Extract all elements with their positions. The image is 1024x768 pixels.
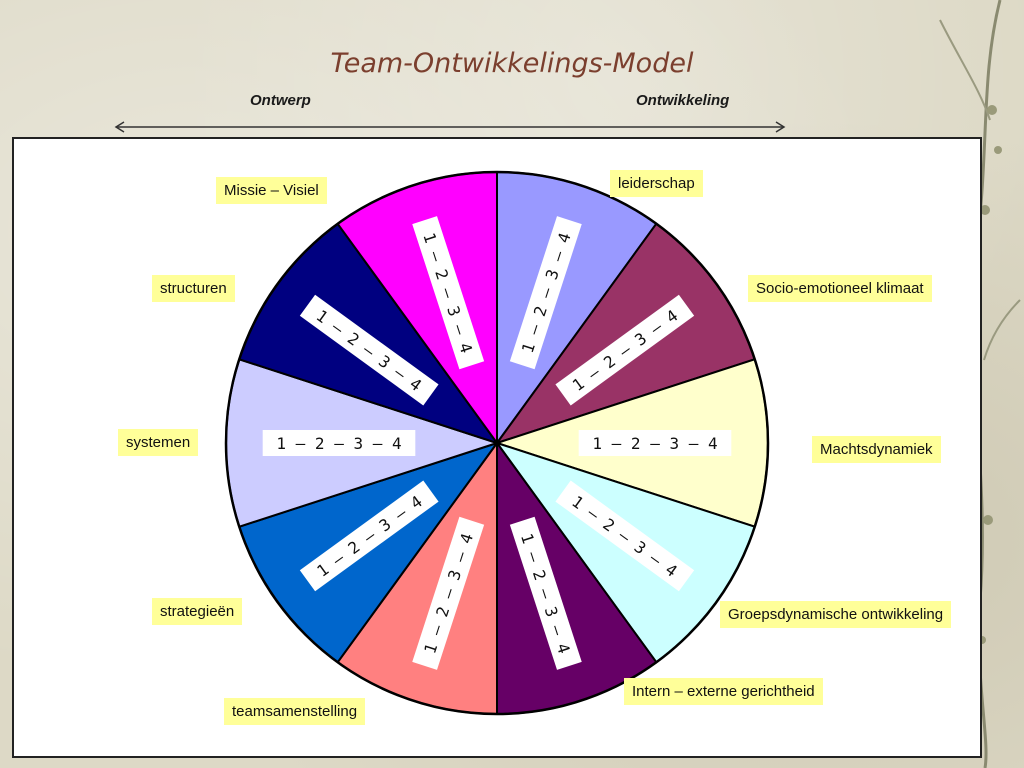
- scale-strip-bg: [412, 216, 485, 370]
- scale-strip-bg: [412, 516, 485, 670]
- page-title: Team-Ontwikkelings-Model: [330, 48, 694, 79]
- development-wheel: 1 – 2 – 3 – 41 – 2 – 3 – 41 – 2 – 3 – 41…: [224, 170, 770, 716]
- label-missie-visiel: Missie – Visiel: [216, 177, 327, 204]
- scale-text: 1 – 2 – 3 – 4: [276, 434, 401, 453]
- scale-strip-bg: [555, 480, 695, 592]
- axis-right-label: Ontwikkeling: [636, 92, 730, 109]
- label-socio-emotioneel-klimaat: Socio-emotioneel klimaat: [748, 275, 932, 302]
- label-teamsamenstelling: teamsamenstelling: [224, 698, 366, 725]
- label-intern-externe-gerichtheid: Intern – externe gerichtheid: [624, 678, 823, 705]
- wheel-outline: [224, 170, 770, 716]
- label-systemen: systemen: [118, 429, 199, 456]
- scale-strip-bg: [262, 430, 416, 456]
- label-machtsdynamiek: Machtsdynamiek: [812, 436, 941, 463]
- label-groepsdynamische-ontwikkeling: Groepsdynamische ontwikkeling: [720, 601, 952, 628]
- label-leiderschap: leiderschap: [610, 170, 703, 197]
- scale-strip: 1 – 2 – 3 – 4: [262, 430, 416, 456]
- scale-strip-bg: [509, 516, 582, 670]
- scale-strip-bg: [299, 294, 439, 406]
- double-arrow-icon: [114, 121, 786, 133]
- label-structuren: structuren: [152, 275, 235, 302]
- scale-strip-bg: [555, 294, 695, 406]
- scale-strip: 1 – 2 – 3 – 4: [578, 430, 732, 456]
- label-strategieen: strategieën: [152, 598, 243, 625]
- scale-strip-bg: [299, 480, 439, 592]
- scale-strip-bg: [578, 430, 732, 456]
- scale-strip-bg: [509, 216, 582, 370]
- scale-text: 1 – 2 – 3 – 4: [592, 434, 717, 453]
- axis-left-label: Ontwerp: [250, 92, 311, 109]
